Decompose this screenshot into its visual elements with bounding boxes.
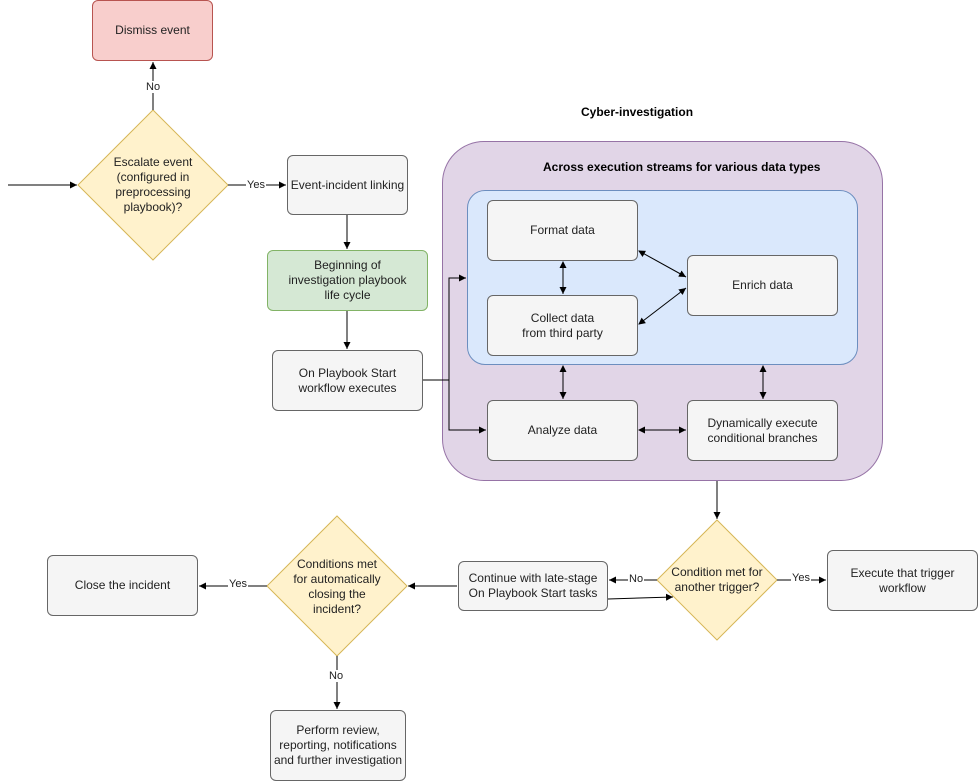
- execute-trigger-node: Execute that trigger workflow: [827, 550, 978, 611]
- condition-trigger-decision: Condition met for another trigger?: [671, 565, 763, 594]
- edge-label-close-no: No: [328, 670, 345, 682]
- escalate-event-decision: Escalate event (configured in preprocess…: [113, 155, 193, 214]
- edge-continue-trigger: [607, 593, 674, 601]
- analyze-data-node: Analyze data: [487, 400, 638, 461]
- edge-collect-enrich: [638, 287, 687, 325]
- edge-onstart-analyze: [448, 380, 486, 434]
- condition-trigger-diamond: [656, 519, 778, 641]
- beginning-playbook-node: Beginning of investigation playbook life…: [267, 250, 428, 311]
- cyber-investigation-title: Cyber-investigation: [581, 105, 694, 119]
- edge-label-escalate-yes: Yes: [246, 179, 266, 191]
- dynamic-branches-node: Dynamically execute conditional branches: [687, 400, 838, 461]
- event-incident-linking-node: Event-incident linking: [287, 155, 408, 215]
- review-node: Perform review, reporting, notifications…: [270, 710, 406, 781]
- edge-onstart-group: [423, 274, 466, 381]
- execution-streams-title: Across execution streams for various dat…: [543, 160, 821, 174]
- collect-data-node: Collect data from third party: [487, 295, 638, 356]
- conditions-close-decision: Conditions met for automatically closing…: [293, 557, 381, 616]
- edge-format-enrich: [638, 250, 687, 278]
- continue-late-stage-node: Continue with late-stage On Playbook Sta…: [458, 561, 608, 611]
- format-data-node: Format data: [487, 200, 638, 261]
- on-playbook-start-node: On Playbook Start workflow executes: [272, 350, 423, 411]
- enrich-data-node: Enrich data: [687, 255, 838, 316]
- edge-label-escalate-no: No: [145, 81, 162, 93]
- escalate-diamond: [77, 109, 229, 261]
- edge-label-close-yes: Yes: [228, 578, 248, 590]
- close-incident-node: Close the incident: [47, 555, 198, 616]
- edge-label-trigger-no: No: [628, 573, 645, 585]
- edge-label-trigger-yes: Yes: [791, 572, 811, 584]
- dismiss-event-node: Dismiss event: [92, 0, 213, 61]
